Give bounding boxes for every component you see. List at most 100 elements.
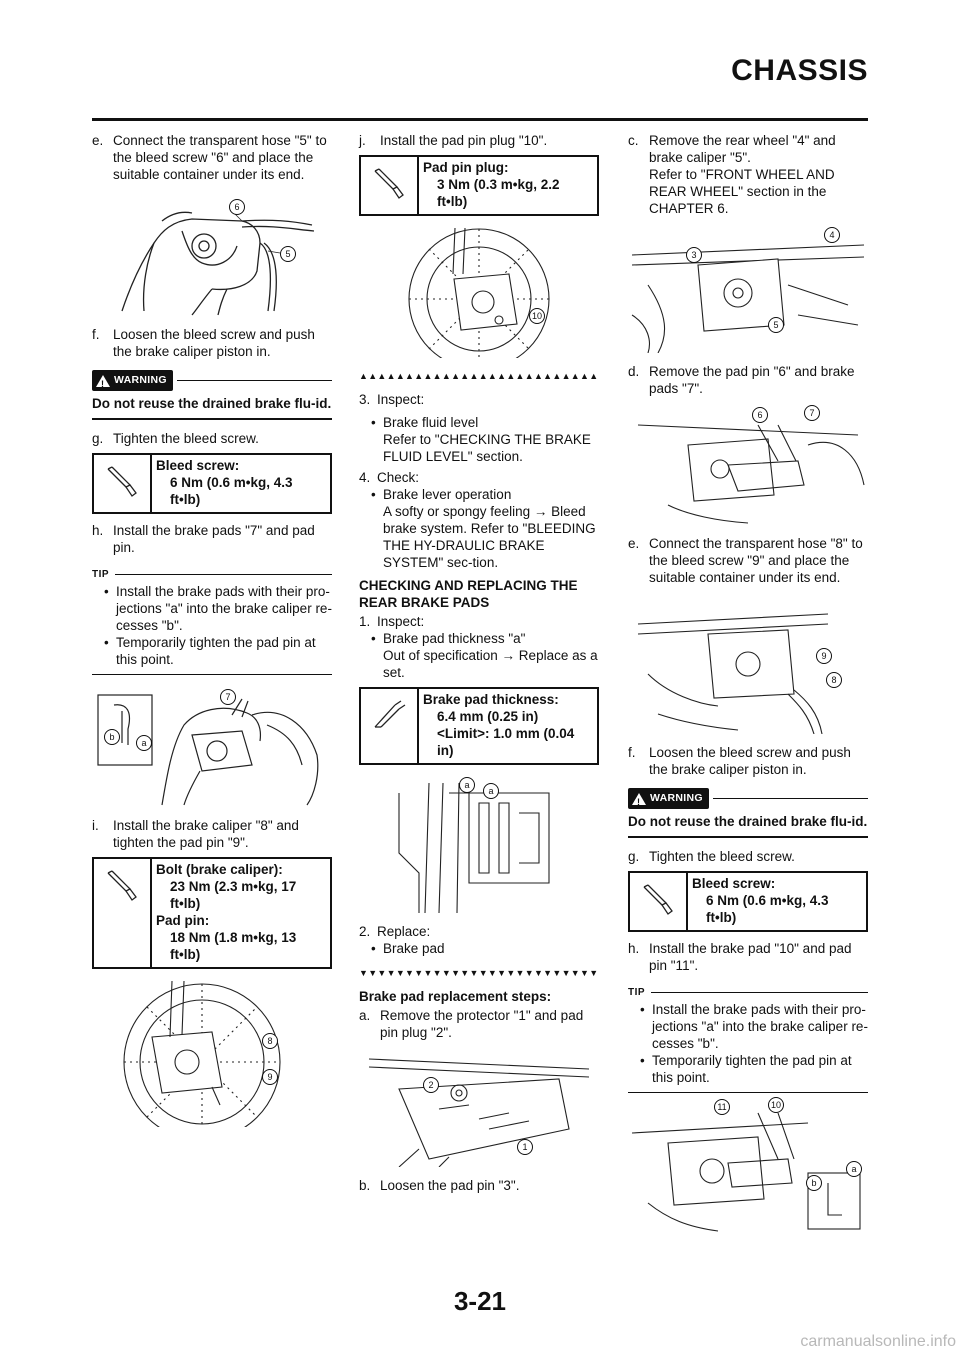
illustration-remove-pads <box>637 424 865 524</box>
step-b: b.Loosen the pad pin "3". <box>359 1178 520 1193</box>
step-d: d.Remove the pad pin "6" and brake pads … <box>628 364 855 396</box>
illustration-pad-thickness <box>398 782 550 913</box>
warning-text: Do not reuse the drained brake flu-id. <box>92 396 332 411</box>
callout-b: b <box>806 1175 822 1191</box>
callout-5: 5 <box>768 317 784 333</box>
figure-caliper-install: 8 9 <box>92 977 332 1127</box>
callout-11: 11 <box>714 1099 730 1115</box>
illustration-pad-pin-plug <box>408 227 550 358</box>
column-3: c.Remove the rear wheel "4" and brake ca… <box>628 132 868 1243</box>
figure-pad-pin-plug: 10 <box>359 224 599 358</box>
tip-item: Temporarily tighten the pad pin at this … <box>628 1052 868 1086</box>
callout-1: 1 <box>517 1139 533 1155</box>
step-f: f.Loosen the bleed screw and push the br… <box>92 327 315 359</box>
page-title: CHASSIS <box>731 54 868 87</box>
bullet-sub: A softy or spongy feeling → Bleed brake … <box>383 504 596 570</box>
figure-rear-caliper: 3 4 5 <box>628 225 868 353</box>
callout-a: a <box>483 783 499 799</box>
warning-box: WARNING Do not reuse the drained brake f… <box>92 370 332 420</box>
torque-wrench-icon <box>374 168 404 199</box>
column-2: j.Install the pad pin plug "10". Pad pin… <box>359 132 599 1200</box>
illustration-caliper-hose <box>121 208 315 316</box>
step-g: g.Tighten the bleed screw. <box>92 430 259 446</box>
callout-8: 8 <box>826 672 842 688</box>
warning-badge: WARNING <box>628 788 709 811</box>
step-3: 3.Inspect: <box>359 392 425 407</box>
step-h: h.Install the brake pads "7" and pad pin… <box>92 522 315 555</box>
warning-box: WARNING Do not reuse the drained brake f… <box>628 788 868 838</box>
callout-b: b <box>104 729 120 745</box>
figure-pad-thickness: a a <box>359 773 599 913</box>
callout-a: a <box>459 777 475 793</box>
section-title: CHECKING AND REPLACING THE REAR BRAKE PA… <box>359 578 578 610</box>
tip-header: TIP <box>628 984 868 1001</box>
caliper-gauge-icon <box>374 700 406 728</box>
callout-8: 8 <box>262 1033 278 1049</box>
callout-5: 5 <box>280 246 296 262</box>
callout-10: 10 <box>768 1097 784 1113</box>
page-number: 3-21 <box>453 1286 507 1316</box>
step-e: e.Connect the transparent hose "5" to th… <box>92 133 327 182</box>
bullet: Brake pad thickness "a" <box>359 630 599 647</box>
step-1: 1.Inspect: <box>359 614 425 629</box>
torque-wrench-icon <box>107 870 137 901</box>
warning-icon <box>96 374 110 393</box>
callout-3: 3 <box>686 247 702 263</box>
illustration-rear-caliper <box>631 244 865 353</box>
figure-remove-pads: 6 7 <box>628 405 868 525</box>
illustration-rear-pads-install <box>631 1112 861 1232</box>
illustration-caliper-install <box>123 980 281 1127</box>
bullet-sub: Out of specification → Replace as a set. <box>383 648 598 680</box>
illustration-rear-bleed-hose <box>637 613 829 734</box>
column-1: e.Connect the transparent hose "5" to th… <box>92 132 332 1137</box>
step-h: h.Install the brake pad "10" and pad pin… <box>628 940 852 973</box>
spec-pad-thickness: Brake pad thickness: 6.4 mm (0.25 in) <L… <box>359 687 599 765</box>
figure-protector: 2 1 <box>359 1049 599 1167</box>
step-f: f.Loosen the bleed screw and push the br… <box>628 745 851 777</box>
callout-10: 10 <box>529 308 545 324</box>
spec-bleed-screw: Bleed screw: 6 Nm (0.6 m•kg, 4.3 ft•lb) <box>92 452 332 514</box>
step-c: c.Remove the rear wheel "4" and brake ca… <box>628 133 836 216</box>
torque-wrench-icon <box>107 465 137 497</box>
spec-bleed-screw: Bleed screw: 6 Nm (0.6 m•kg, 4.3 ft•lb) <box>628 870 868 932</box>
callout-a: a <box>846 1161 862 1177</box>
bullet-sub: Refer to "CHECKING THE BRAKE FLUID LEVEL… <box>383 432 591 464</box>
step-i: i.Install the brake caliper "8" and tigh… <box>92 818 299 850</box>
callout-7: 7 <box>804 405 820 421</box>
steps-start-marker: ▼▼▼▼▼▼▼▼▼▼▼▼▼▼▼▼▼▼▼▼▼▼▼▼▼▼▼▼ <box>359 968 599 978</box>
step-e: e.Connect the transparent hose "8" to th… <box>628 536 863 585</box>
callout-a: a <box>136 735 152 751</box>
tip-item: Temporarily tighten the pad pin at this … <box>92 634 332 668</box>
step-g: g.Tighten the bleed screw. <box>628 848 795 864</box>
callout-7: 7 <box>220 689 236 705</box>
spec-caliper-bolt: Bolt (brake caliper): 23 Nm (2.3 m•kg, 1… <box>92 857 332 969</box>
warning-icon <box>632 792 646 811</box>
callout-2: 2 <box>423 1077 439 1093</box>
spec-pad-pin-plug: Pad pin plug: 3 Nm (0.3 m•kg, 2.2 ft•lb) <box>359 155 599 216</box>
illustration-protector <box>368 1058 590 1167</box>
step-2: 2.Replace: <box>359 924 431 939</box>
figure-rear-pads-install: 11 10 b a <box>628 1097 868 1233</box>
watermark: carmanualsonline.info <box>800 1333 956 1350</box>
figure-hose-bleed-screw: 6 5 <box>92 191 332 316</box>
step-j: j.Install the pad pin plug "10". <box>359 133 548 148</box>
tip-header: TIP <box>92 566 332 583</box>
warning-text: Do not reuse the drained brake flu-id. <box>628 814 868 829</box>
header-rule <box>92 118 868 121</box>
figure-brake-pads-install: 7 b a <box>92 685 332 807</box>
steps-end-marker: ▲▲▲▲▲▲▲▲▲▲▲▲▲▲▲▲▲▲▲▲▲▲▲▲▲▲▲▲ <box>359 371 599 381</box>
callout-6: 6 <box>229 199 245 215</box>
steps-title: Brake pad replacement steps: <box>359 989 552 1004</box>
bullet: Brake pad <box>359 940 599 957</box>
tip-item: Install the brake pads with their pro-je… <box>92 583 332 634</box>
step-4: 4.Check: <box>359 470 420 485</box>
tip-item: Install the brake pads with their pro-je… <box>628 1001 868 1052</box>
torque-wrench-icon <box>643 883 673 915</box>
callout-6: 6 <box>752 407 768 423</box>
callout-4: 4 <box>824 227 840 243</box>
callout-9: 9 <box>262 1069 278 1085</box>
illustration-pads-install <box>97 694 319 806</box>
warning-badge: WARNING <box>92 370 173 393</box>
step-a: a.Remove the protector "1" and pad pin p… <box>359 1008 584 1040</box>
bullet: Brake fluid level <box>359 414 599 431</box>
